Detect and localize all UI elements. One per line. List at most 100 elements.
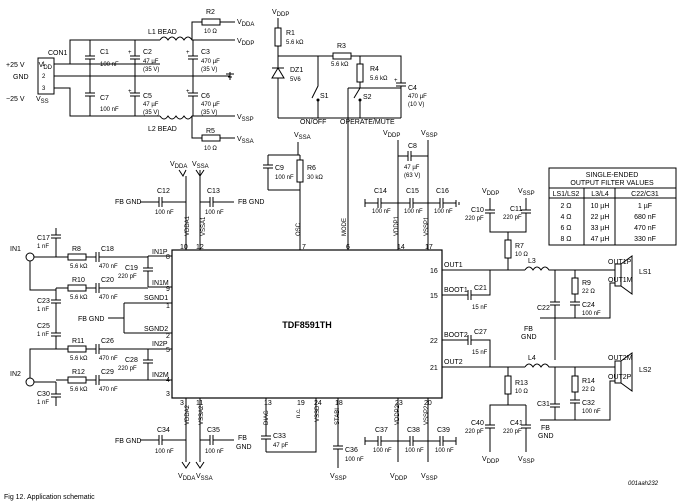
c33-value: 47 pF <box>273 443 289 449</box>
resistor-r7 <box>504 239 512 259</box>
l4-label: L4 <box>528 355 536 362</box>
c25-label: C25 <box>37 323 50 330</box>
c4-label: C4 <box>408 85 417 92</box>
c5-plus: + <box>128 89 132 95</box>
table-cell: 6 Ω <box>560 225 571 232</box>
input-networks: IN1 IN2 R8 5.6 kΩ C18 470 nF R10 5.6 kΩ … <box>10 228 153 406</box>
pin-name-vdda1: VDDA1 <box>185 215 191 236</box>
pin-name-diag: DIAG <box>264 410 270 425</box>
vddp-label: VDDP <box>237 38 254 47</box>
pin-name-vssp2: VSSP2 <box>424 405 430 425</box>
vssp-out2-label: VSSP <box>518 456 535 465</box>
c9-value: 100 nF <box>275 175 294 181</box>
c2-rating: (35 V) <box>143 67 159 73</box>
c23-label: C23 <box>37 298 50 305</box>
table-header-l: L3/L4 <box>591 191 609 198</box>
pin1-label: 1 <box>42 62 46 68</box>
supply-capacitors: C1 100 nF C7 100 nF + + C2 47 µF (35 V) … <box>85 40 220 116</box>
c37-value: 100 nF <box>373 448 392 454</box>
r11-value: 5.6 kΩ <box>70 356 88 362</box>
vssp-out-label: VSSP <box>518 188 535 197</box>
pin-number: 17 <box>425 244 433 251</box>
pin-number: 18 <box>335 400 343 407</box>
c20-label: C20 <box>101 277 114 284</box>
pin-name-vssp1: VSSP1 <box>424 216 430 236</box>
pin-name-nc: n.c. <box>296 408 302 418</box>
fb-gnd-bottom-2b: GND <box>236 444 252 451</box>
r8-value: 5.6 kΩ <box>70 264 88 270</box>
pin-number: 14 <box>397 244 405 251</box>
r14-value: 22 Ω <box>582 387 595 393</box>
pin-name-in1p: IN1P <box>152 249 168 256</box>
pin-name-boot2: BOOT2 <box>444 332 468 339</box>
c21-value: 15 nF <box>472 305 488 311</box>
pin-name-vssd: VSSD <box>315 405 321 422</box>
c3-label: C3 <box>201 49 210 56</box>
c12-label: C12 <box>157 188 170 195</box>
fb-gnd-out2-b: GND <box>538 433 554 440</box>
vddp-top-label: VDDP <box>383 130 400 139</box>
c41-value: 220 pF <box>503 429 522 435</box>
c6-rating: (35 V) <box>201 110 217 116</box>
c8-rating: (63 V) <box>404 173 420 179</box>
c6-label: C6 <box>201 93 210 100</box>
c3-value: 470 µF <box>201 59 220 65</box>
pin3-label: 3 <box>42 86 46 92</box>
c39-label: C39 <box>437 427 450 434</box>
r12-value: 5.6 kΩ <box>70 387 88 393</box>
c28-label: C28 <box>125 357 138 364</box>
c29-label: C29 <box>101 369 114 376</box>
c27-value: 15 nF <box>472 350 488 356</box>
c33-label: C33 <box>273 433 286 440</box>
c26-value: 470 nF <box>99 356 118 362</box>
c38-value: 100 nF <box>405 448 424 454</box>
speaker-ls1 <box>614 263 622 287</box>
figure-caption: Fig 12. Application schematic <box>4 494 95 501</box>
r9-value: 22 Ω <box>582 289 595 295</box>
speaker-ls2 <box>614 360 622 384</box>
pin-name-in1m: IN1M <box>152 280 169 287</box>
c11-value: 220 pF <box>503 215 522 221</box>
c19-label: C19 <box>125 265 138 272</box>
vss-label: VSS <box>36 96 49 105</box>
pin-number: 13 <box>264 400 272 407</box>
vdda-bottom-label: VDDA <box>178 473 195 482</box>
c16-label: C16 <box>436 188 449 195</box>
table-title-line2: OUTPUT FILTER VALUES <box>570 180 654 187</box>
table-cell: 4 Ω <box>560 214 571 221</box>
c32-label: C32 <box>582 400 595 407</box>
resistor-r14 <box>571 375 579 393</box>
vdda-top-label: VDDA <box>170 161 187 170</box>
dz1-label: DZ1 <box>290 67 303 74</box>
in1-label: IN1 <box>10 246 21 253</box>
r1-label: R1 <box>286 30 295 37</box>
c5-label: C5 <box>143 93 152 100</box>
table-cell: 470 nF <box>634 225 656 232</box>
resistor-r13 <box>504 375 512 395</box>
gnd-label: GND <box>13 74 29 81</box>
pin-number: 24 <box>314 400 322 407</box>
c15-value: 100 nF <box>404 209 423 215</box>
table-cell: 1 µF <box>638 203 652 210</box>
r13-value: 10 Ω <box>515 389 528 395</box>
out2m-label: OUT2M <box>608 355 633 362</box>
operate-mute-label: OPERATE/MUTE <box>340 119 395 126</box>
vssa-label: VSSA <box>237 136 254 145</box>
c1-label: C1 <box>100 49 109 56</box>
c39-value: 100 nF <box>435 448 454 454</box>
c25-value: 1 nF <box>37 332 49 338</box>
c5-value: 47 µF <box>143 102 159 108</box>
c20-value: 470 nF <box>99 295 118 301</box>
pin-number: 15 <box>430 293 438 300</box>
s2-label: S2 <box>363 94 372 101</box>
c17-label: C17 <box>37 235 50 242</box>
vssp-top-label: VSSP <box>421 130 438 139</box>
r13-label: R13 <box>515 380 528 387</box>
in2-label: IN2 <box>10 371 21 378</box>
fb-gnd-right: FB GND <box>238 199 264 206</box>
c27-label: C27 <box>474 329 487 336</box>
r9-label: R9 <box>582 280 591 287</box>
c10-label: C10 <box>471 207 484 214</box>
c23-value: 1 nF <box>37 307 49 313</box>
r5-label: R5 <box>206 128 215 135</box>
